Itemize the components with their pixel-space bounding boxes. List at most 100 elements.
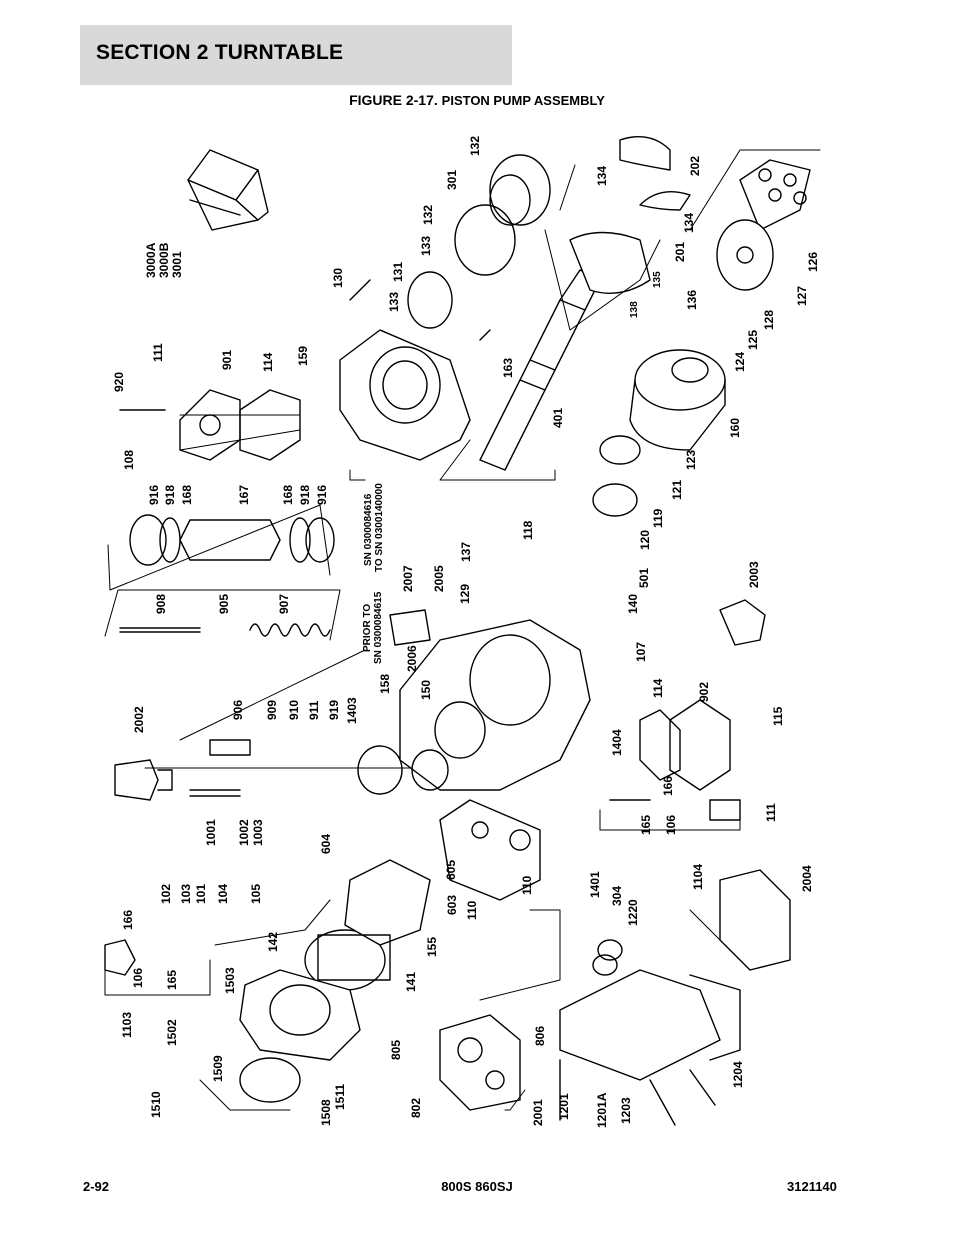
callout: 111 — [764, 803, 778, 822]
callout: 120 — [638, 530, 652, 550]
callout: 114 — [651, 678, 665, 698]
callout: 802 — [409, 1098, 423, 1118]
callout: 127 — [795, 286, 809, 306]
callout: 806 — [533, 1026, 547, 1046]
callout: 119 — [651, 508, 665, 528]
callout: 101 — [194, 884, 208, 904]
callout: 905 — [217, 594, 231, 614]
callout: 106 — [664, 815, 678, 835]
callout: 201 — [673, 242, 687, 262]
callout: 126 — [806, 252, 820, 272]
callout: 916 — [147, 485, 161, 505]
callout: 141 — [404, 972, 418, 992]
callout: 158 — [378, 674, 392, 694]
pump-housing-drawing — [339, 329, 591, 901]
callout: 1002 — [237, 819, 251, 846]
callout: 132 — [468, 136, 482, 156]
spring-drawing — [119, 623, 331, 637]
callout: 603 — [445, 895, 459, 915]
callout: 1404 — [610, 729, 624, 756]
callout: 140 — [626, 594, 640, 614]
figure-label: FIGURE 2-17. — [349, 92, 438, 108]
callout: 159 — [296, 346, 310, 366]
figure-title: FIGURE 2-17. PISTON PUMP ASSEMBLY — [0, 92, 954, 108]
callout: 3001 — [170, 251, 184, 278]
callout-labels: 3000A 3000B 3001 920 111 108 901 114 130… — [112, 136, 820, 1128]
callout: 902 — [697, 682, 711, 702]
callout: 2003 — [747, 561, 761, 588]
callout: 124 — [733, 352, 747, 372]
callout: 901 — [220, 350, 234, 370]
page-number: 2-92 — [83, 1179, 110, 1194]
callout: 121 — [670, 480, 684, 500]
callout: 168 — [180, 485, 194, 505]
sn-note-after-line1: SN 0300084616 — [363, 493, 374, 566]
callout: 133 — [387, 292, 401, 312]
callout: 301 — [445, 170, 459, 190]
callout: 918 — [163, 485, 177, 505]
callout: 910 — [287, 700, 301, 720]
callout: 107 — [634, 642, 648, 662]
callout: 916 — [315, 485, 329, 505]
callout: 1203 — [619, 1097, 633, 1124]
callout: 166 — [661, 776, 675, 796]
callout: 106 — [131, 968, 145, 988]
leader-lines — [104, 149, 821, 1111]
callout: 168 — [281, 485, 295, 505]
callout: 909 — [265, 700, 279, 720]
section-header-bar: SECTION 2 TURNTABLE — [80, 25, 512, 85]
callout: 1103 — [120, 1012, 134, 1038]
callout: 1204 — [731, 1061, 745, 1088]
document-number: 3121140 — [787, 1179, 837, 1194]
callout: 108 — [122, 450, 136, 470]
sn-note-prior-line1: PRIOR TO — [362, 604, 373, 652]
callout: 130 — [331, 268, 345, 288]
callout: 605 — [444, 860, 458, 880]
callout: 1510 — [149, 1091, 163, 1118]
callout: 906 — [231, 700, 245, 720]
callout: 1403 — [345, 697, 359, 724]
callout: 110 — [520, 875, 534, 895]
callout: 129 — [458, 584, 472, 604]
callout: 155 — [425, 937, 439, 957]
callout: 103 — [179, 884, 193, 904]
callout: 911 — [307, 700, 321, 720]
callout: 125 — [746, 330, 760, 350]
serial-number-notes: SN 0300084616 TO SN 0300140000 PRIOR TO … — [362, 483, 385, 664]
callout: 1201 — [557, 1093, 571, 1120]
pistons-drawing — [716, 159, 811, 291]
callout: 2006 — [405, 645, 419, 672]
callout: 202 — [688, 156, 702, 176]
callout: 150 — [419, 680, 433, 700]
cover-plates-drawing — [179, 389, 791, 1111]
callout: 3000B — [157, 242, 171, 278]
fittings-drawing — [104, 279, 766, 1126]
callout: 137 — [459, 542, 473, 562]
figure-name: PISTON PUMP ASSEMBLY — [441, 93, 605, 108]
callout: 604 — [319, 834, 333, 854]
callout: 1502 — [165, 1019, 179, 1046]
callout: 167 — [237, 485, 251, 505]
callout: 1104 — [691, 864, 705, 890]
callout: 133 — [419, 236, 433, 256]
callout: 918 — [298, 485, 312, 505]
callout: 1509 — [211, 1055, 225, 1082]
sn-note-after-line2: TO SN 0300140000 — [374, 483, 385, 572]
callout: 131 — [391, 262, 405, 282]
drive-shaft-drawing — [479, 269, 601, 471]
sn-note-prior-line2: SN 0300084615 — [373, 591, 384, 664]
callout: 2004 — [800, 865, 814, 892]
callout: 111 — [151, 343, 165, 362]
swash-plate-drawing — [569, 136, 691, 295]
callout: 118 — [521, 520, 535, 540]
callout: 919 — [327, 700, 341, 720]
callout: 160 — [728, 418, 742, 438]
callout: 1201A — [595, 1092, 609, 1128]
callout: 2001 — [531, 1099, 545, 1126]
callout: 1003 — [251, 819, 265, 846]
callout: 115 — [771, 706, 785, 726]
callout: 110 — [465, 900, 479, 920]
parts-illustration — [104, 136, 821, 1126]
callout: 1508 — [319, 1099, 333, 1126]
